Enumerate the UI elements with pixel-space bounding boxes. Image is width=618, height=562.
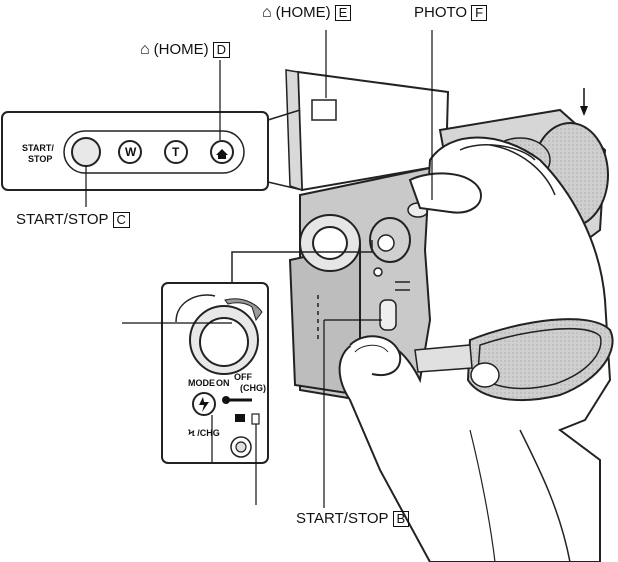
photo-f-label: PHOTO F bbox=[414, 4, 488, 22]
dial-mode-label: MODE bbox=[188, 378, 215, 388]
home-d-text: (HOME) bbox=[153, 41, 209, 58]
home-e-letter: E bbox=[334, 5, 352, 21]
dial-on-label: ON bbox=[216, 378, 230, 388]
panel-w-button[interactable] bbox=[118, 140, 142, 164]
home-e-text: (HOME) bbox=[275, 4, 331, 21]
lcd-home-indicator bbox=[311, 99, 337, 121]
photo-f-letter: F bbox=[471, 5, 488, 21]
button-panel-inset bbox=[1, 109, 303, 191]
panel-startstop-line1: START/ bbox=[22, 143, 54, 153]
panel-w-label: W bbox=[125, 145, 137, 159]
down-arrow-icon bbox=[580, 88, 588, 116]
home-e-label: ⌂ (HOME) E bbox=[262, 4, 352, 22]
startstop-b-text: START/STOP bbox=[296, 510, 389, 527]
home-d-letter: D bbox=[212, 42, 231, 58]
home-d-label: ⌂ (HOME) D bbox=[140, 41, 231, 59]
panel-t-button[interactable] bbox=[164, 140, 188, 164]
body-start-stop-button[interactable] bbox=[379, 299, 397, 331]
startstop-b-label: START/STOP B bbox=[296, 510, 410, 528]
panel-startstop-line2: STOP bbox=[28, 154, 53, 164]
photo-f-text: PHOTO bbox=[414, 4, 468, 21]
startstop-c-label: START/STOP C bbox=[16, 211, 130, 229]
panel-start-stop-button[interactable] bbox=[71, 137, 101, 167]
dial-chg-label: (CHG) bbox=[240, 383, 266, 393]
startstop-b-letter: B bbox=[392, 511, 410, 527]
grip-strap bbox=[414, 318, 614, 401]
dial-off-label: OFF bbox=[234, 372, 252, 382]
panel-t-label: T bbox=[172, 145, 180, 159]
flash-chg-label: Ϟ /CHG bbox=[188, 428, 220, 438]
startstop-c-letter: C bbox=[112, 212, 130, 228]
home-icon: ⌂ bbox=[140, 41, 150, 58]
leader-lines bbox=[85, 30, 433, 508]
startstop-c-text: START/STOP bbox=[16, 211, 109, 228]
home-icon: ⌂ bbox=[262, 4, 272, 21]
